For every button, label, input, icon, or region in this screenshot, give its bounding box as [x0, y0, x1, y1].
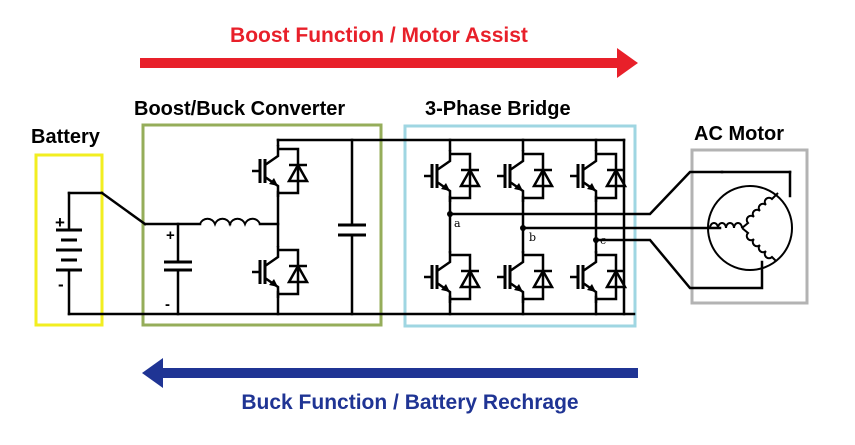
- bridge-igbt-b-lower: [495, 249, 554, 305]
- battery-label: Battery: [31, 126, 101, 148]
- bridge-label: 3-Phase Bridge: [425, 98, 571, 120]
- converter-igbt-upper: [250, 143, 309, 199]
- boost-direction-arrow: [140, 48, 638, 78]
- boost-function-label: Boost Function / Motor Assist: [230, 24, 528, 47]
- node-b-label: b: [529, 231, 536, 244]
- motor-block: [690, 148, 809, 305]
- converter-igbt-lower: [250, 244, 309, 300]
- boost-arrow-head: [617, 48, 638, 78]
- battery-block: [34, 153, 104, 327]
- converter-label: Boost/Buck Converter: [134, 98, 345, 120]
- node-a-label: a: [454, 217, 461, 230]
- node-c-label: c: [600, 234, 606, 247]
- bridge-igbt-b-upper: [495, 148, 554, 204]
- bridge-igbt-c-upper: [568, 148, 627, 204]
- bridge-igbt-c-lower: [568, 249, 627, 305]
- buck-arrow-shaft: [160, 368, 638, 378]
- converter-block: [141, 123, 383, 327]
- bridge-igbt-a-lower: [422, 249, 481, 305]
- motor-label: AC Motor: [694, 123, 784, 145]
- battery-minus-sign: -: [58, 275, 64, 294]
- buck-direction-arrow: [142, 358, 638, 388]
- cap-minus-sign: -: [165, 296, 170, 313]
- buck-arrow-head: [142, 358, 163, 388]
- converter-switches: [250, 143, 309, 300]
- bridge-block: [403, 124, 637, 328]
- cap-plus-sign: +: [166, 227, 175, 244]
- buck-function-label: Buck Function / Battery Rechrage: [241, 391, 578, 414]
- battery-symbol: [56, 191, 104, 316]
- battery-plus-sign: +: [55, 213, 65, 232]
- boost-arrow-shaft: [140, 58, 620, 68]
- bridge-igbt-a-upper: [422, 148, 481, 204]
- motor-symbol: [707, 170, 793, 271]
- circuit-wiring: [67, 138, 764, 316]
